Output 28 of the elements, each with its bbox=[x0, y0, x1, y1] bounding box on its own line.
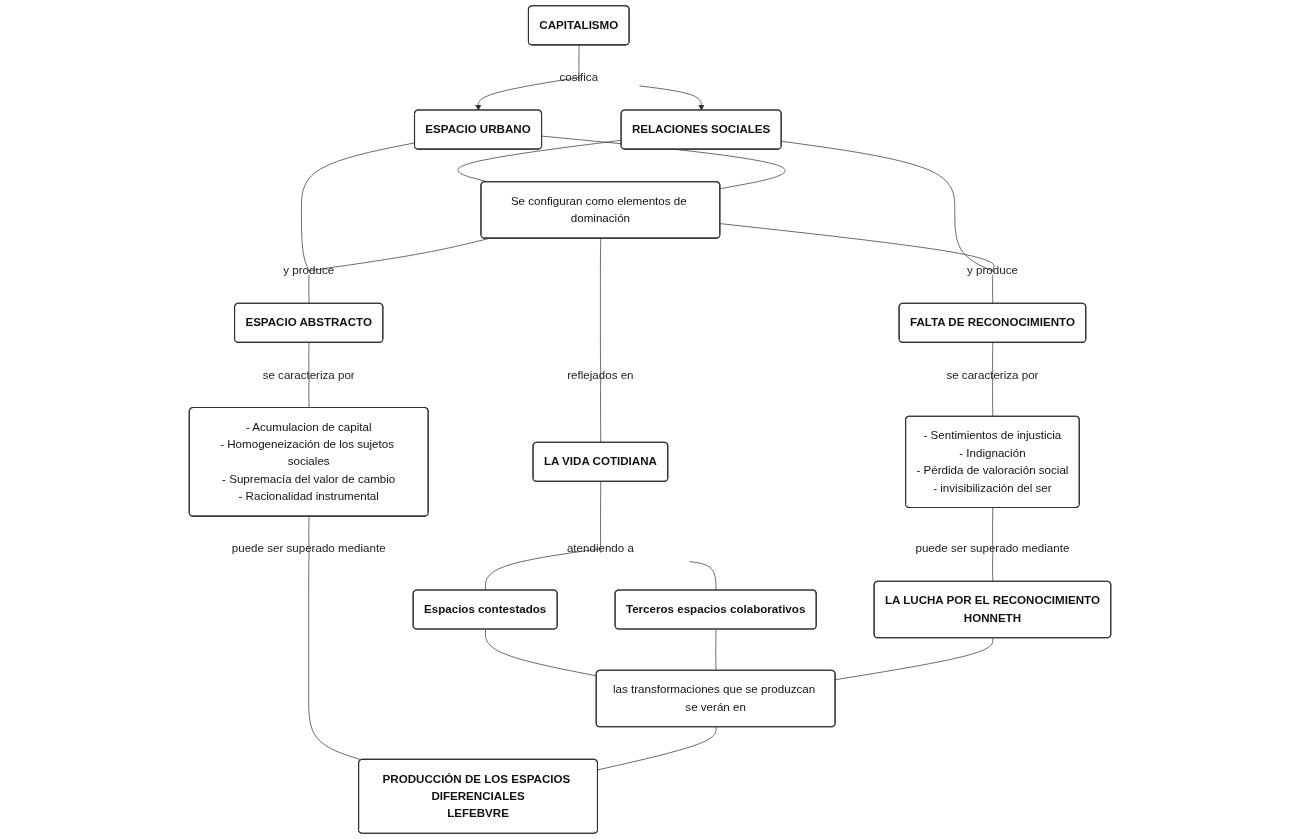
node-text: puede ser superado mediante bbox=[915, 542, 1070, 555]
connector bbox=[835, 637, 994, 681]
connector bbox=[992, 378, 994, 417]
connector bbox=[600, 481, 602, 554]
connector bbox=[308, 342, 310, 380]
node-text: puede ser superado mediante bbox=[231, 542, 386, 555]
connector bbox=[485, 548, 601, 591]
connector bbox=[308, 274, 310, 305]
connector bbox=[308, 516, 310, 554]
connector bbox=[541, 135, 786, 190]
node-text: y produce bbox=[966, 264, 1018, 277]
connector bbox=[600, 378, 602, 444]
connector bbox=[992, 274, 994, 305]
connector bbox=[597, 726, 717, 771]
node-text: y produce bbox=[283, 264, 335, 277]
connector bbox=[992, 507, 994, 554]
connector bbox=[457, 139, 622, 183]
node-text: atendiendo a bbox=[566, 542, 634, 555]
node-text: reflejados en bbox=[567, 368, 634, 381]
connector bbox=[308, 378, 310, 409]
node-text: cosifica bbox=[559, 70, 599, 84]
node-text: se caracteriza por bbox=[946, 368, 1039, 381]
connector bbox=[715, 629, 717, 672]
connector bbox=[485, 629, 597, 677]
connector bbox=[992, 552, 994, 582]
connector bbox=[689, 561, 717, 591]
connector bbox=[308, 552, 362, 761]
node-text: se caracteriza por bbox=[262, 368, 355, 381]
